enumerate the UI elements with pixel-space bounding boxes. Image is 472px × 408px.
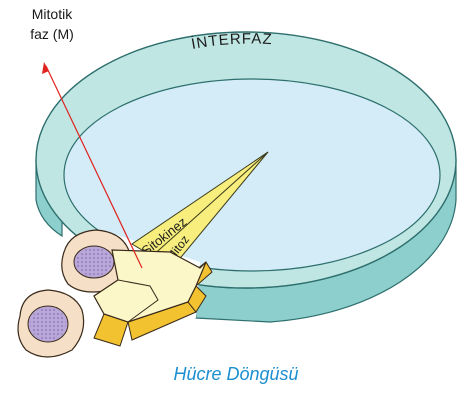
daughter-cell (18, 290, 84, 357)
diagram-caption: Hücre Döngüsü (0, 364, 472, 385)
